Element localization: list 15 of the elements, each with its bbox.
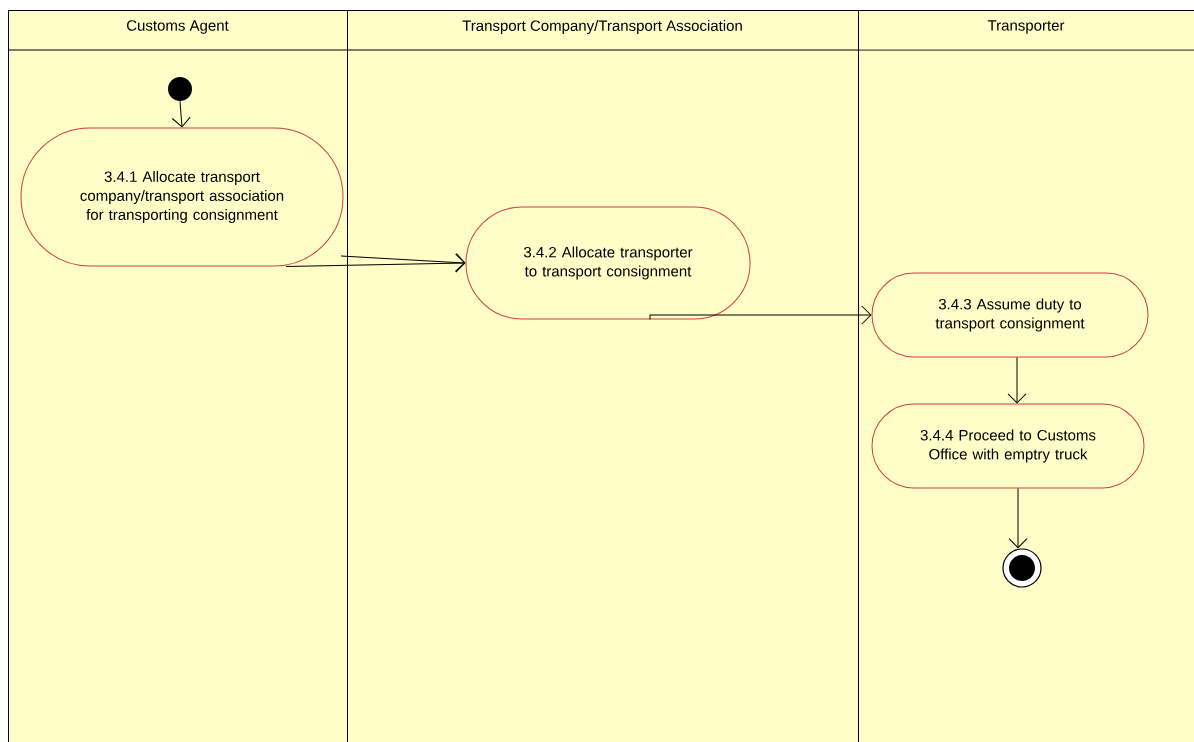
arrow bbox=[171, 100, 191, 128]
arrow bbox=[340, 252, 466, 272]
action-node: 3.4.1 Allocate transport company/transport association for transporting consignment bbox=[20, 127, 344, 267]
lane-heading: Transporter bbox=[987, 20, 1065, 34]
action-node: 3.4.2 Allocate transporter to transport consignment bbox=[465, 206, 751, 320]
end-node bbox=[1002, 548, 1042, 588]
action-node: 3.4.3 Assume duty to transport consignment bbox=[871, 272, 1149, 358]
start-node bbox=[168, 77, 192, 101]
lane-heading: Customs Agent bbox=[127, 20, 229, 34]
arrow bbox=[1007, 357, 1027, 404]
arrow bbox=[649, 305, 872, 325]
arrow bbox=[1008, 488, 1028, 549]
lane-heading: Transport Company/Transport Association bbox=[462, 20, 742, 34]
action-node: 3.4.4 Proceed to Customs Office with emptry truck bbox=[871, 403, 1145, 489]
arrow bbox=[285, 253, 466, 273]
